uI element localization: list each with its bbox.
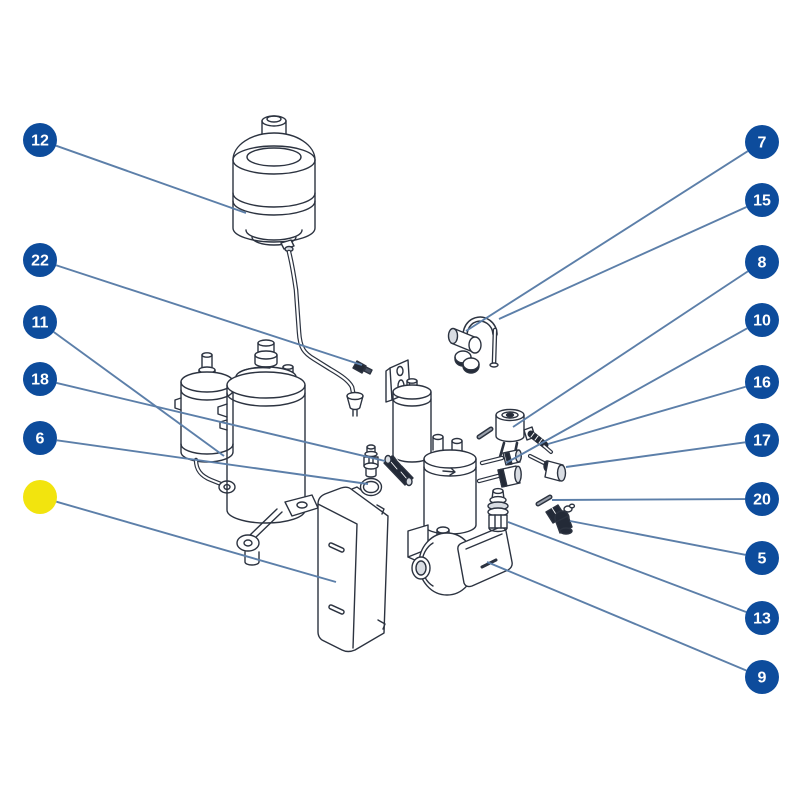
elbow-fitting [546,504,574,534]
number-badge[interactable] [23,362,57,396]
number-badge[interactable] [745,245,779,279]
callout-5[interactable]: 5 [569,520,779,575]
leader-line [55,144,247,214]
callout-number: 12 [31,133,49,150]
callout-22[interactable]: 22 [23,243,363,366]
leader-line [551,498,746,501]
callout-9[interactable]: 9 [486,561,779,694]
callout-13[interactable]: 13 [507,521,779,635]
leader-line [505,327,748,464]
callout-number: 15 [753,193,771,210]
boiler-cylinder [218,340,318,565]
leader-line [507,521,747,613]
mid-cylinder [393,379,431,462]
hose-connector [384,456,413,486]
leader-line [55,264,363,366]
vent-fitting [364,445,378,477]
highlight-badge[interactable] [23,480,57,514]
callout-layer: 12 22 11 18 6 7 15 8 10 16 17 20 5 13 9 [23,123,779,694]
leader-line [53,331,225,457]
leader-line [565,441,746,468]
callout-number: 11 [32,315,49,332]
o-ring [362,480,380,494]
small-pin-upper [479,429,491,437]
leader-line [56,500,337,583]
callout-12[interactable]: 12 [23,123,247,214]
number-badge[interactable] [745,482,779,516]
leader-line [569,520,746,556]
number-badge[interactable] [745,365,779,399]
callout-16[interactable]: 16 [547,365,779,445]
callout-highlight[interactable] [23,480,337,583]
long-hose-tail [530,456,566,481]
expansion-tank [233,116,315,252]
callout-number: 7 [758,135,767,152]
non-return-valve [488,489,508,532]
callout-11[interactable]: 11 [23,305,225,457]
callout-20[interactable]: 20 [551,482,779,516]
number-badge[interactable] [23,305,57,339]
leader-line [56,382,386,462]
callout-number: 10 [753,313,771,330]
callout-number: 18 [31,372,49,389]
callout-number: 8 [758,255,767,272]
leader-line [486,561,747,672]
plate-heat-exchanger[interactable] [318,487,388,652]
callout-18[interactable]: 18 [23,362,386,462]
number-badge[interactable] [745,541,779,575]
callout-7[interactable]: 7 [465,125,779,332]
number-badge[interactable] [23,123,57,157]
number-badge[interactable] [745,660,779,694]
leader-line [547,385,746,445]
leader-line [465,150,749,332]
burner-cylinder [424,435,476,535]
callout-number: 9 [758,670,767,687]
small-pin-lower [538,497,550,504]
leader-line [512,270,749,428]
callout-number: 20 [753,492,771,509]
number-badge[interactable] [745,125,779,159]
number-badge[interactable] [745,303,779,337]
callout-8[interactable]: 8 [512,245,779,428]
overflow-pipe [289,252,363,416]
leader-line [498,206,747,320]
leader-line [56,439,369,485]
number-badge[interactable] [23,243,57,277]
threaded-fitting [524,427,551,452]
callout-number: 5 [758,551,767,568]
callout-15[interactable]: 15 [498,183,779,320]
callout-number: 13 [753,611,771,628]
number-badge[interactable] [23,421,57,455]
callout-number: 16 [753,375,771,392]
callout-17[interactable]: 17 [565,423,779,468]
hose-tail-fittings [479,450,521,487]
callout-number: 22 [31,253,49,270]
number-badge[interactable] [745,183,779,217]
number-badge[interactable] [745,601,779,635]
relief-valve [449,319,499,373]
callout-10[interactable]: 10 [505,303,779,464]
circulation-pump [408,525,512,595]
number-badge[interactable] [745,423,779,457]
callout-number: 17 [753,433,771,450]
callout-6[interactable]: 6 [23,421,369,485]
callout-number: 6 [36,431,45,448]
